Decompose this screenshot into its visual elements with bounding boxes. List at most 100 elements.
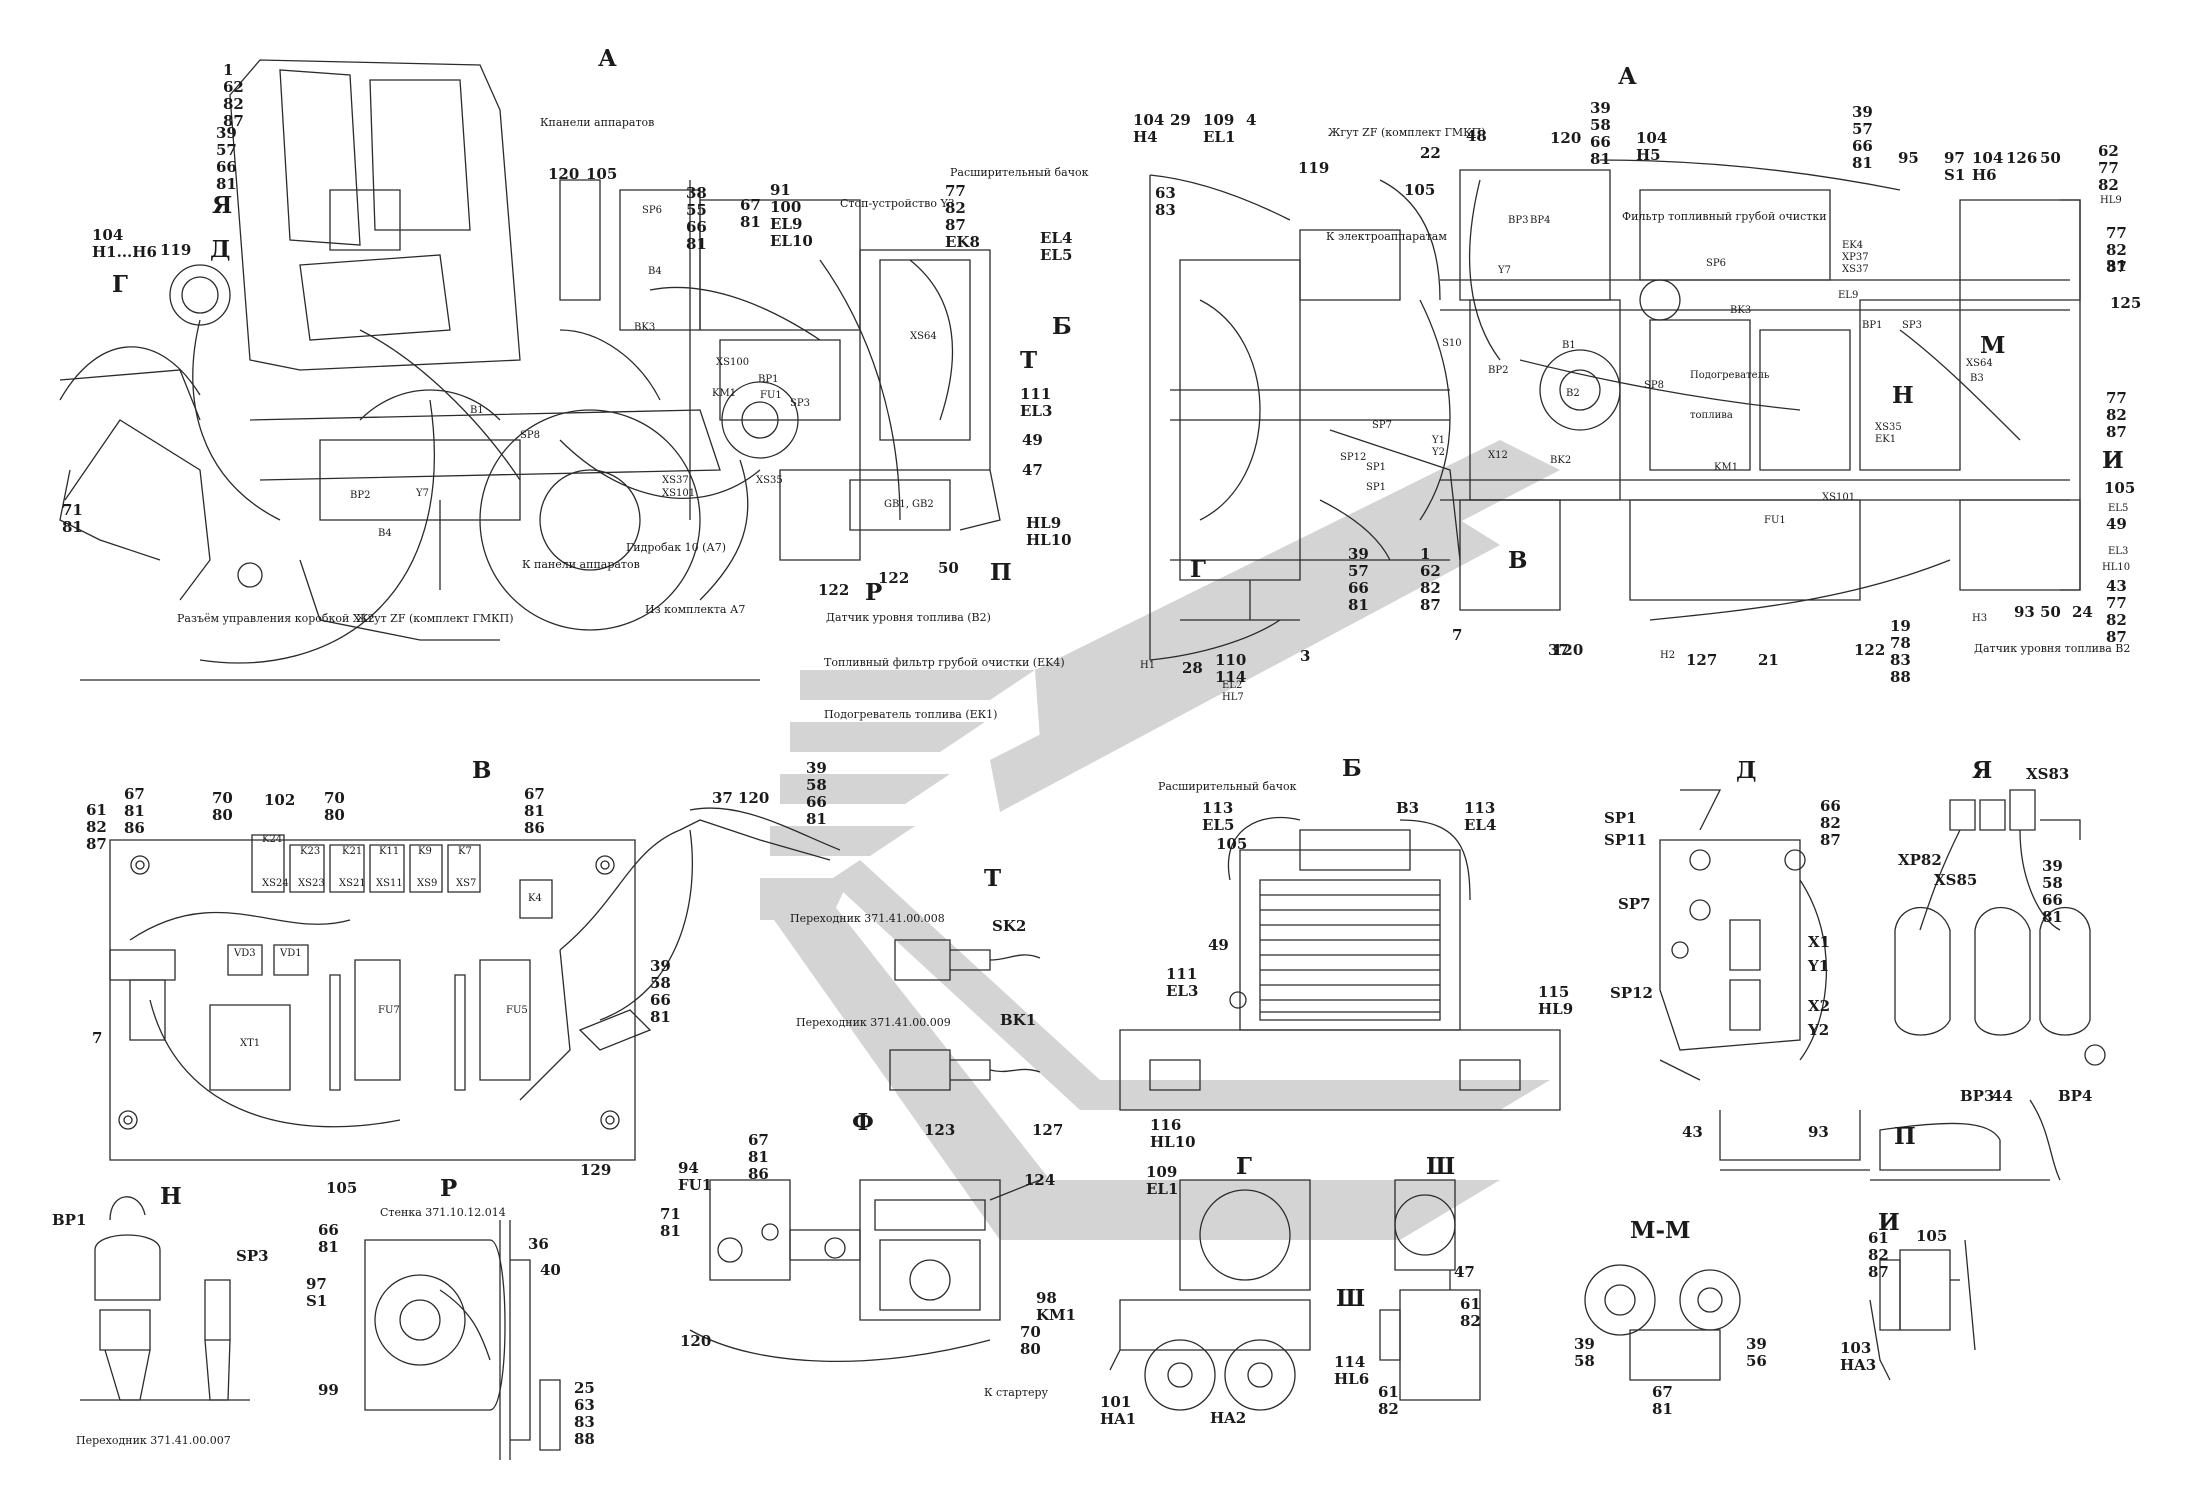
callout-label: 39 57 66 81 bbox=[216, 124, 237, 193]
callout-label: Я bbox=[1972, 757, 1993, 784]
callout-label: 21 bbox=[1758, 651, 1779, 669]
callout-label: P bbox=[865, 579, 883, 606]
callout-label: K21 bbox=[342, 846, 363, 857]
callout-label: B2 bbox=[1566, 388, 1580, 399]
callout-label: А bbox=[598, 45, 617, 72]
callout-label: 99 bbox=[318, 1381, 339, 1399]
callout-label: 61 82 bbox=[1378, 1383, 1399, 1418]
callout-label: Датчик уровня топлива (В2) bbox=[826, 611, 991, 624]
callout-label: 62 77 82 bbox=[2098, 142, 2119, 194]
callout-label: 97 S1 bbox=[306, 1275, 328, 1310]
callout-label: BP1 bbox=[758, 374, 779, 385]
callout-label: 50 bbox=[2040, 149, 2061, 167]
callout-label: FU1 bbox=[1764, 515, 1786, 526]
callout-label: B bbox=[1508, 547, 1528, 574]
callout-label: 110 114 bbox=[1215, 651, 1247, 686]
callout-label: Y1 Y2 bbox=[1432, 435, 1445, 458]
callout-label: XS7 bbox=[456, 878, 477, 889]
callout-label: X12 bbox=[1488, 450, 1508, 461]
callout-label: 67 81 86 bbox=[524, 785, 545, 837]
callout-label: B4 bbox=[648, 266, 662, 277]
callout-label: 98 KM1 bbox=[1036, 1289, 1077, 1324]
callout-label: 67 81 86 bbox=[124, 785, 145, 837]
callout-label: XP82 bbox=[1898, 851, 1942, 869]
callout-label: Н1 bbox=[1140, 660, 1156, 671]
callout-label: 1 62 82 87 bbox=[1420, 545, 1441, 614]
callout-label: 1 62 82 87 bbox=[223, 61, 244, 130]
callout-label: XS23 bbox=[298, 878, 325, 889]
callout-label: EL5 bbox=[2108, 503, 2129, 514]
callout-label: B3 bbox=[1970, 373, 1984, 384]
callout-label: HL9 HL10 bbox=[1026, 514, 1072, 549]
callout-label: BK1 bbox=[1000, 1011, 1037, 1029]
callout-label: 103 HA3 bbox=[1840, 1339, 1877, 1374]
callout-label: KM1 bbox=[1714, 462, 1739, 473]
section-view-i bbox=[1869, 1239, 1976, 1381]
callout-label: 120 bbox=[1550, 129, 1582, 147]
callout-label: Y2 bbox=[1808, 1021, 1830, 1039]
callout-label: 43 bbox=[1682, 1123, 1703, 1141]
callout-label: SP12 bbox=[1610, 984, 1653, 1002]
callout-label: Переходник 371.41.00.008 bbox=[790, 912, 945, 925]
callout-label: T bbox=[1020, 347, 1038, 374]
callout-label: 25 63 83 88 bbox=[574, 1379, 595, 1448]
callout-label: К электроаппаратам bbox=[1326, 230, 1447, 243]
callout-label: Стенка 371.10.12.014 bbox=[380, 1206, 506, 1219]
callout-label: 67 81 bbox=[740, 196, 761, 231]
callout-label: 93 bbox=[2014, 603, 2035, 621]
callout-label: Стоп-устройство Y3 bbox=[840, 197, 955, 210]
callout-label: Подогреватель bbox=[1690, 370, 1770, 381]
callout-label: 39 58 bbox=[1574, 1335, 1595, 1370]
callout-label: 115 HL9 bbox=[1538, 983, 1574, 1018]
callout-label: VD1 bbox=[280, 948, 302, 959]
callout-label: Ф bbox=[852, 1109, 874, 1136]
callout-label: KM1 bbox=[712, 388, 737, 399]
callout-label: BK3 bbox=[1730, 305, 1752, 316]
callout-label: А bbox=[1618, 63, 1637, 90]
callout-label: 120 bbox=[1552, 641, 1584, 659]
callout-label: 94 FU1 bbox=[678, 1159, 713, 1194]
callout-label: 66 81 bbox=[318, 1221, 339, 1256]
callout-label: XS64 bbox=[1966, 358, 1993, 369]
callout-label: 113 EL4 bbox=[1464, 799, 1497, 834]
callout-label: EL2 HL7 bbox=[1222, 680, 1244, 703]
callout-label: Переходник 371.41.00.007 bbox=[76, 1434, 231, 1447]
callout-label: 120 bbox=[680, 1332, 712, 1350]
callout-label: H bbox=[1892, 382, 1914, 409]
callout-label: XS9 bbox=[417, 878, 438, 889]
section-view-ya bbox=[1894, 789, 2106, 1066]
callout-label: SP3 bbox=[790, 398, 810, 409]
callout-label: XS101 bbox=[662, 488, 696, 499]
callout-label: 127 bbox=[1032, 1121, 1064, 1139]
callout-label: М-М bbox=[1630, 1217, 1691, 1244]
callout-label: 113 EL5 bbox=[1202, 799, 1235, 834]
callout-label: 93 bbox=[1808, 1123, 1829, 1141]
section-view-g bbox=[1109, 1179, 1311, 1411]
callout-label: 125 bbox=[2110, 294, 2142, 312]
callout-label: 39 58 66 81 bbox=[1590, 99, 1611, 168]
callout-label: Жгут ZF (комплект ГМКП) bbox=[1328, 126, 1486, 139]
callout-label: Расширительный бачок bbox=[950, 166, 1089, 179]
callout-label: 104 Н4 bbox=[1133, 111, 1165, 146]
callout-label: Т bbox=[984, 865, 1002, 892]
callout-label: XS37 bbox=[662, 475, 689, 486]
callout-label: 116 HL10 bbox=[1150, 1116, 1196, 1151]
callout-label: 49 bbox=[2106, 515, 2127, 533]
callout-label: 105 bbox=[586, 165, 618, 183]
callout-label: XS24 bbox=[262, 878, 289, 889]
tractor-plan-view bbox=[1149, 159, 2081, 661]
callout-label: BP4 bbox=[2058, 1087, 2093, 1105]
callout-label: 114 HL6 bbox=[1334, 1353, 1370, 1388]
callout-label: Н3 bbox=[1972, 613, 1988, 624]
callout-label: Переходник 371.41.00.009 bbox=[796, 1016, 951, 1029]
callout-label: 123 bbox=[924, 1121, 956, 1139]
callout-label: B3 bbox=[1396, 799, 1420, 817]
callout-label: BP2 bbox=[1488, 365, 1509, 376]
callout-label: 95 bbox=[1898, 149, 1919, 167]
callout-label: 77 82 87 bbox=[2106, 224, 2127, 276]
callout-label: Г bbox=[1236, 1153, 1252, 1180]
callout-label: SP3 bbox=[236, 1247, 269, 1265]
callout-label: 7 bbox=[1452, 626, 1463, 644]
section-view-b bbox=[1119, 816, 1561, 1111]
